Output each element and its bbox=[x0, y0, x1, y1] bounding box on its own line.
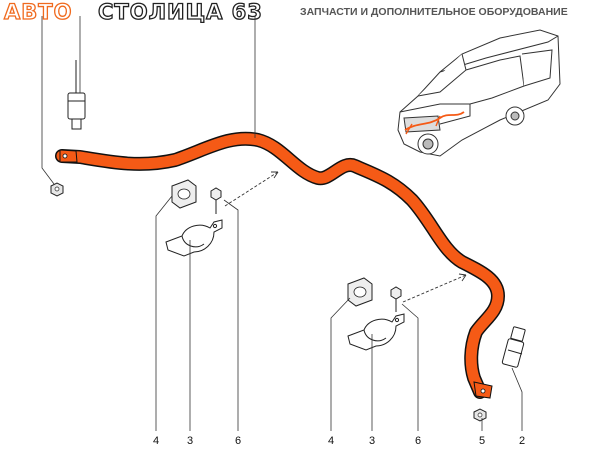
bolt-right bbox=[390, 286, 402, 312]
callout-label: 6 bbox=[415, 435, 421, 447]
clamp-left bbox=[165, 219, 223, 257]
brand-tagline: ЗАПЧАСТИ И ДОПОЛНИТЕЛЬНОЕ ОБОРУДОВАНИЕ bbox=[300, 6, 568, 18]
callout-label: 2 bbox=[519, 435, 525, 447]
bushing-right bbox=[347, 277, 373, 307]
callout-label: 5 bbox=[479, 435, 485, 447]
leader-arrows bbox=[224, 171, 467, 303]
brand-name: СТОЛИЦА 63 bbox=[97, 0, 263, 25]
link-bolt-right bbox=[501, 326, 526, 368]
callout-label: 6 bbox=[235, 435, 241, 447]
link-bolt-left bbox=[67, 60, 86, 130]
bolt-left bbox=[210, 187, 222, 214]
brand-name-accent: АВТО bbox=[3, 0, 73, 25]
callout-leaders bbox=[41, 16, 523, 431]
callout-label: 3 bbox=[187, 435, 193, 447]
nut-right bbox=[473, 408, 487, 422]
vehicle-illustration bbox=[397, 29, 561, 157]
bushing-left bbox=[171, 179, 197, 209]
nut-left bbox=[50, 182, 64, 197]
callout-label: 3 bbox=[369, 435, 375, 447]
stabilizer-bar bbox=[55, 131, 505, 399]
callout-label: 4 bbox=[328, 435, 334, 447]
callout-labels: 4 3 6 4 3 6 5 2 bbox=[153, 435, 525, 447]
callout-label: 4 bbox=[153, 435, 159, 447]
clamp-right bbox=[347, 313, 405, 351]
watermark-header: АВТО СТОЛИЦА 63 ЗАПЧАСТИ И ДОПОЛНИТЕЛЬНО… bbox=[0, 0, 600, 26]
